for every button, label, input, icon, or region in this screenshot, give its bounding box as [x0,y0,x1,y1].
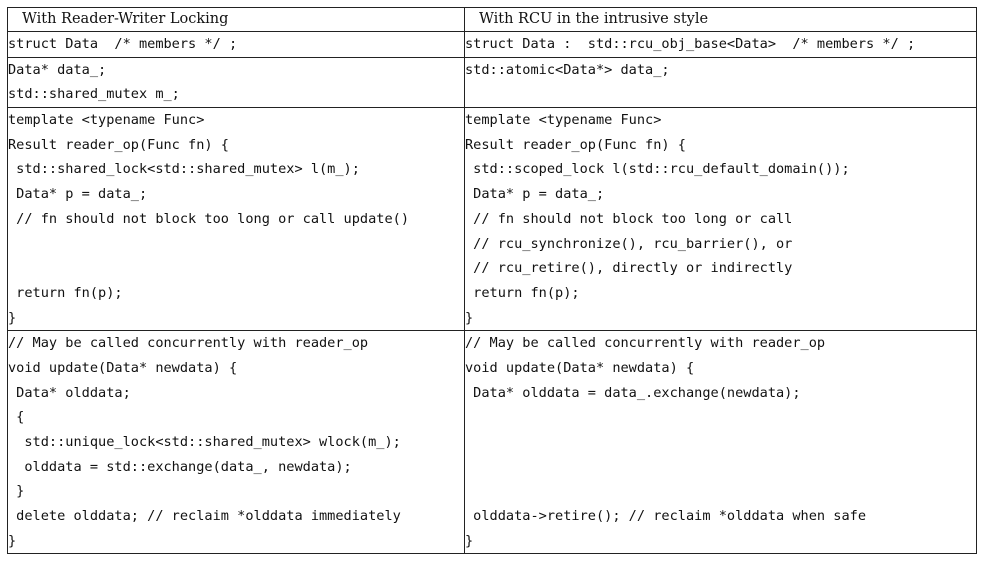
code-line: } [8,483,25,500]
code-line: return fn(p); [465,284,580,301]
code-line: void update(Data* newdata) { [8,359,238,376]
code-line: Data* olddata; [8,384,131,401]
code-line: Result reader_op(Func fn) { [465,136,686,153]
code-line: std::shared_lock<std::shared_mutex> l(m_… [8,161,360,178]
code-line: Data* p = data_; [465,186,605,203]
code-line: template <typename Func> [465,112,662,129]
code-line: } [8,532,17,549]
update-row: // May be called concurrently with reade… [7,330,977,555]
code-cell-right: template <typename Func> Result reader_op… [464,107,977,332]
reader-op-row: template <typename Func> Result reader_op… [7,107,977,332]
struct-row: struct Data /* members */ ; struct Data :… [7,31,977,58]
code-line: Data* olddata = data_.exchange(newdata); [465,384,801,401]
code-line: // rcu_retire(), directly or indirectly [465,260,793,277]
header-reader-writer: With Reader-Writer Locking [7,7,465,32]
code-line: { [8,409,25,426]
code-line: olddata->retire(); // reclaim *olddata w… [465,508,867,525]
code-line: std::atomic<Data*> data_; [465,61,670,78]
code-line: return fn(p); [8,284,123,301]
code-cell-right: std::atomic<Data*> data_; [464,56,977,109]
code-line: std::unique_lock<std::shared_mutex> wloc… [8,434,401,450]
code-line [465,479,976,504]
code-line: delete olddata; // reclaim *olddata imme… [8,508,401,525]
code-line: // May be called concurrently with reade… [465,335,826,352]
code-line [465,82,976,107]
header-rcu: With RCU in the intrusive style [464,7,977,32]
code-line: // May be called concurrently with reade… [8,335,369,352]
code-line: // fn should not block too long or call … [8,210,410,227]
code-line: struct Data /* members */ ; [8,36,238,52]
code-line: Data* p = data_; [8,186,148,203]
code-line: // fn should not block too long or call [465,210,793,227]
code-line: struct Data : std::rcu_obj_base<Data> /*… [465,36,916,52]
code-line: } [8,309,17,326]
code-line: olddata = std::exchange(data_, newdata); [8,458,352,475]
code-line: Data* data_; [8,61,107,78]
code-line [465,455,976,480]
code-cell-left: // May be called concurrently with reade… [7,330,465,555]
comparison-table: With Reader-Writer Locking With RCU in t… [7,7,977,555]
code-line: std::shared_mutex m_; [8,86,180,103]
code-line: // rcu_synchronize(), rcu_barrier(), or [465,235,793,252]
code-line [465,405,976,430]
code-cell-left: template <typename Func> Result reader_op… [7,107,465,332]
code-line: } [465,532,474,549]
code-line: template <typename Func> [8,112,205,129]
code-cell-left: Data* data_;std::shared_mutex m_; [7,56,465,109]
code-line: std::scoped_lock l(std::rcu_default_doma… [465,161,850,178]
table-body: struct Data /* members */ ; struct Data :… [7,31,977,555]
comparison-table-container: With Reader-Writer Locking With RCU in t… [7,7,977,555]
code-cell-left: struct Data /* members */ ; [7,31,465,58]
code-cell-right: struct Data : std::rcu_obj_base<Data> /*… [464,31,977,58]
code-cell-right: // May be called concurrently with reade… [464,330,977,555]
code-line [8,232,464,257]
code-line: } [465,309,474,326]
code-line [465,430,976,455]
code-line: Result reader_op(Func fn) { [8,136,229,153]
code-line: void update(Data* newdata) { [465,359,695,376]
code-line [8,256,464,281]
header-row: With Reader-Writer Locking With RCU in t… [7,7,977,32]
members-row: Data* data_;std::shared_mutex m_;std::at… [7,56,977,109]
